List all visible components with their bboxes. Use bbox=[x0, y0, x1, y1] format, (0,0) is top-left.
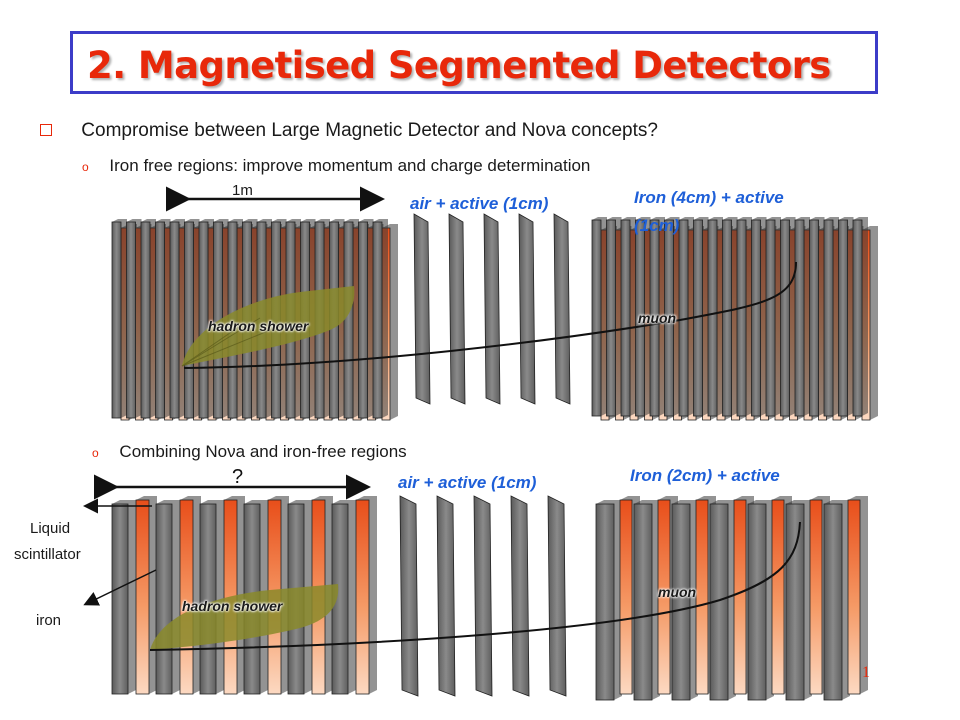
shower-tracks-top bbox=[181, 317, 291, 367]
bottom-iron-slab bbox=[179, 499, 194, 695]
bottom-active-slab bbox=[155, 503, 173, 695]
bottom-air-active-plane bbox=[510, 495, 530, 697]
top-air-active-plane bbox=[483, 213, 501, 405]
top-active-slab-right bbox=[780, 219, 790, 417]
top-active-slab-right bbox=[838, 219, 848, 417]
bullet-main-text: Compromise between Large Magnetic Detect… bbox=[81, 120, 658, 141]
top-active-slab bbox=[198, 221, 209, 419]
bullet-sub1: o Iron free regions: improve momentum an… bbox=[82, 156, 590, 176]
scale-label-top: 1m bbox=[232, 182, 253, 199]
top-active-slab bbox=[358, 221, 368, 419]
hadron-shower-top bbox=[182, 286, 355, 366]
top-active-slab bbox=[184, 221, 194, 419]
bottom-iron-slab-right bbox=[847, 499, 861, 695]
bottom-active-slab bbox=[199, 503, 217, 695]
title-box: 2. Magnetised Segmented Detectors bbox=[70, 31, 878, 94]
top-active-slab-right bbox=[649, 219, 660, 417]
bottom-active-slab-right bbox=[633, 503, 653, 701]
bottom-active-slab bbox=[111, 503, 129, 695]
bottom-active-slab-right bbox=[595, 503, 615, 701]
top-active-slab-right bbox=[809, 219, 819, 417]
muon-track-top bbox=[183, 261, 797, 369]
bottom-iron-slab bbox=[355, 499, 370, 695]
top-active-slab bbox=[343, 221, 354, 419]
top-active-slab bbox=[111, 221, 122, 419]
bottom-active-slab-right bbox=[823, 503, 843, 701]
top-air-active-plane bbox=[448, 213, 466, 405]
bottom-air-active-plane bbox=[399, 495, 419, 697]
hadron-shower-label-top: hadron shower bbox=[208, 318, 309, 334]
bottom-iron-slab-right bbox=[771, 499, 785, 695]
bottom-detector-slabs bbox=[111, 495, 868, 701]
bottom-active-slab-right bbox=[747, 503, 767, 701]
top-active-slab-right bbox=[635, 219, 645, 417]
bullet-sub1-text: Iron free regions: improve momentum and … bbox=[109, 156, 591, 175]
bottom-iron-slab-right bbox=[809, 499, 823, 695]
bullet-sub2: o Combining Noνa and iron-free regions bbox=[92, 442, 407, 462]
square-bullet-icon bbox=[40, 124, 52, 136]
hadron-shower-label-bottom: hadron shower bbox=[182, 598, 283, 614]
top-active-slab-right bbox=[823, 219, 834, 417]
top-air-active-plane bbox=[518, 213, 536, 405]
top-active-slab bbox=[140, 221, 151, 419]
bottom-iron-slab-right bbox=[619, 499, 633, 695]
top-active-slab bbox=[126, 221, 136, 419]
muon-track-bottom bbox=[149, 521, 801, 651]
top-active-slab-right bbox=[794, 219, 805, 417]
bottom-iron-slab-right bbox=[733, 499, 747, 695]
top-active-slab bbox=[155, 221, 165, 419]
bottom-air-active-plane bbox=[547, 495, 567, 697]
muon-label-top: muon bbox=[638, 310, 677, 326]
air-active-label-top: air + active (1cm) bbox=[410, 194, 549, 213]
bottom-iron-slab-right bbox=[657, 499, 671, 695]
liquid-label-1: Liquid bbox=[30, 520, 71, 537]
bullet-main: Compromise between Large Magnetic Detect… bbox=[40, 120, 658, 142]
bullet-sub2-text: Combining Noνa and iron-free regions bbox=[119, 442, 407, 461]
bottom-iron-slab bbox=[135, 499, 150, 695]
iron-active-label-bottom: Iron (2cm) + active bbox=[630, 466, 780, 485]
slide-title: 2. Magnetised Segmented Detectors bbox=[87, 44, 831, 87]
top-active-slab-right bbox=[736, 219, 747, 417]
top-active-slab-right bbox=[606, 219, 616, 417]
top-air-active-plane bbox=[553, 213, 571, 405]
top-active-slab bbox=[169, 221, 180, 419]
top-active-slab-right bbox=[591, 219, 602, 417]
top-active-slab-right bbox=[765, 219, 776, 417]
muon-label-bottom: muon bbox=[658, 584, 697, 600]
iron-pointer-label: iron bbox=[36, 612, 62, 629]
liquid-label-2: scintillator bbox=[14, 546, 81, 563]
iron-active-label-top: Iron (4cm) + active bbox=[634, 188, 784, 207]
top-active-slab-right bbox=[751, 219, 761, 417]
top-active-slab bbox=[372, 221, 383, 419]
hadron-shower-bottom bbox=[150, 584, 339, 650]
bottom-active-slab-right bbox=[671, 503, 691, 701]
circle-bullet-icon: o bbox=[92, 446, 99, 460]
scale-label-bottom: ? bbox=[232, 466, 244, 488]
bottom-iron-slab-right bbox=[695, 499, 709, 695]
iron-pointer bbox=[83, 569, 157, 606]
page-number: 1 bbox=[862, 664, 870, 681]
top-air-active-plane bbox=[413, 213, 431, 405]
top-active-slab-right bbox=[722, 219, 732, 417]
bottom-active-slab-right bbox=[785, 503, 805, 701]
air-active-label-bottom: air + active (1cm) bbox=[398, 473, 537, 492]
top-active-slab-right bbox=[707, 219, 718, 417]
bottom-air-active-plane bbox=[473, 495, 493, 697]
top-active-slab-right bbox=[664, 219, 674, 417]
iron-active-label-top-2: (1cm) bbox=[634, 216, 680, 235]
top-active-slab-right bbox=[852, 219, 863, 417]
bottom-air-active-plane bbox=[436, 495, 456, 697]
top-active-slab-right bbox=[620, 219, 631, 417]
circle-bullet-icon: o bbox=[82, 160, 89, 174]
